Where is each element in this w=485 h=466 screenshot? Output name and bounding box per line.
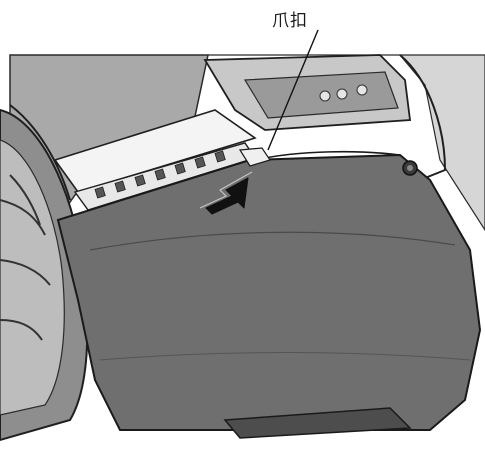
- lower-reflector: [223, 407, 412, 439]
- removal-arrow-outline-icon: [199, 171, 253, 209]
- tail-light-bulbs: [319, 84, 368, 102]
- bumper-top-edge: [254, 150, 401, 161]
- bumper-lower-crease: [99, 352, 471, 361]
- fender-line: [9, 104, 71, 201]
- tire-wall: [0, 139, 65, 416]
- clip-teeth: [94, 150, 226, 199]
- bumper-crease: [89, 231, 456, 251]
- callout-leader-line: [267, 29, 319, 151]
- quarter-panel-edge: [399, 54, 447, 181]
- wheel-spokes: [0, 174, 51, 341]
- bumper-cover: [56, 153, 482, 431]
- trim-strip: [53, 109, 257, 193]
- clip-detail: [238, 147, 271, 167]
- bolt-icon: [402, 160, 418, 176]
- removal-arrow-icon: [205, 177, 249, 215]
- clip-callout-label: 爪扣: [272, 11, 308, 31]
